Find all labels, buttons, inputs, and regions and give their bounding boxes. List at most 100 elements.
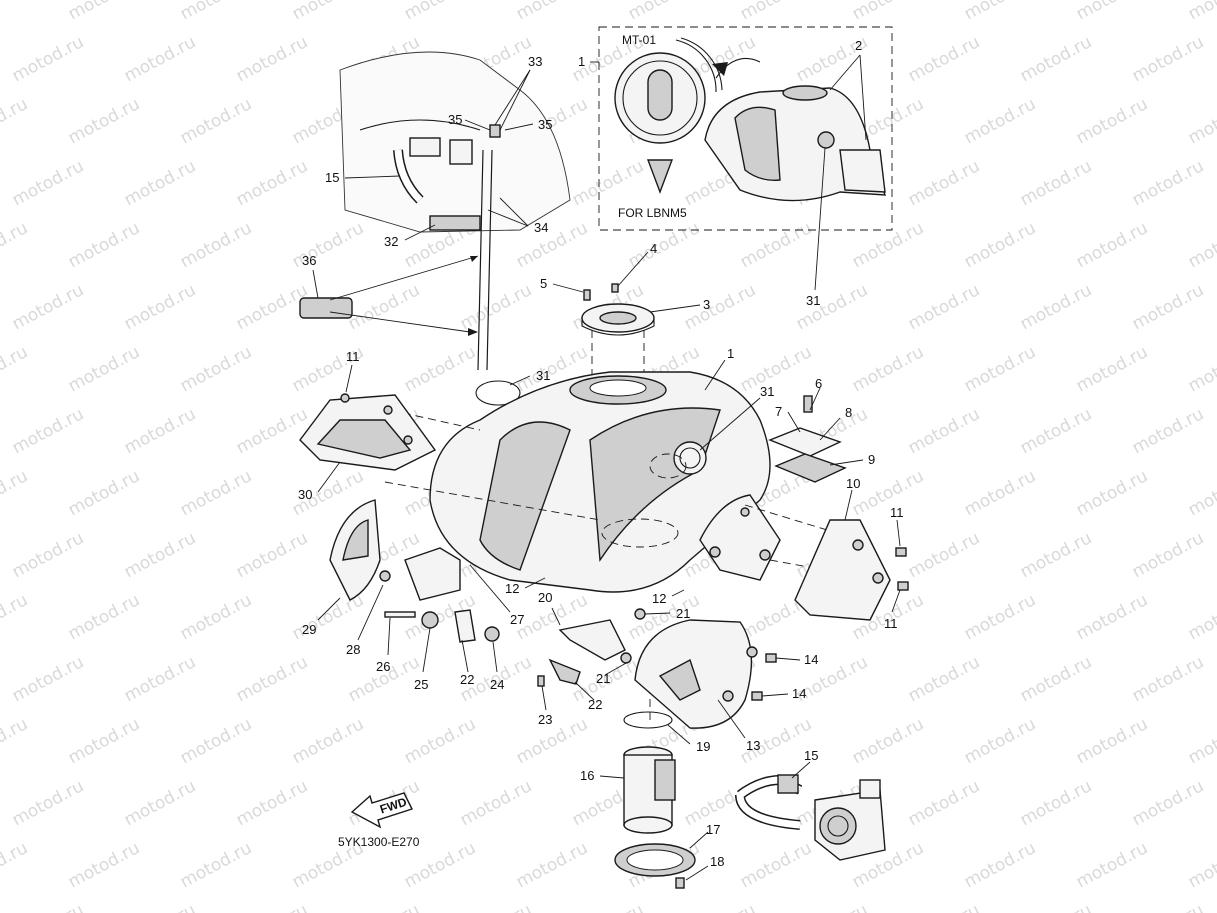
- callout-11-lower-right: 11: [884, 616, 898, 631]
- watermark-text: motod.ru: [1185, 94, 1217, 148]
- watermark-text: motod.ru: [1017, 404, 1095, 458]
- callout-17: 17: [706, 822, 720, 837]
- callout-35-right: 35: [538, 117, 552, 132]
- callout-36: 36: [302, 253, 316, 268]
- watermark-text: motod.ru: [289, 714, 367, 768]
- watermark-text: motod.ru: [401, 0, 479, 24]
- right-lower-cover: [634, 619, 777, 729]
- watermark-text: motod.ru: [849, 342, 927, 396]
- callout-7: 7: [775, 404, 782, 419]
- watermark-text: motod.ru: [1129, 776, 1207, 830]
- watermark-text: motod.ru: [681, 900, 759, 913]
- watermark-text: motod.ru: [121, 652, 199, 706]
- watermark-text: motod.ru: [961, 466, 1039, 520]
- watermark-text: motod.ru: [0, 714, 31, 768]
- callout-11-left: 11: [346, 349, 360, 364]
- watermark-text: motod.ru: [625, 0, 703, 24]
- watermark-text: motod.ru: [849, 466, 927, 520]
- watermark-text: motod.ru: [401, 714, 479, 768]
- watermark-text: motod.ru: [1073, 590, 1151, 644]
- watermark-text: motod.ru: [1129, 404, 1207, 458]
- callout-24: 24: [490, 677, 504, 692]
- watermark-text: motod.ru: [0, 94, 31, 148]
- callout-14-lower: 14: [792, 686, 806, 701]
- watermark-text: motod.ru: [961, 714, 1039, 768]
- watermark-text: motod.ru: [233, 652, 311, 706]
- watermark-text: motod.ru: [65, 838, 143, 892]
- watermark-text: motod.ru: [1073, 342, 1151, 396]
- callout-14-upper: 14: [804, 652, 818, 667]
- callout-33: 33: [528, 54, 542, 69]
- watermark-text: motod.ru: [1185, 218, 1217, 272]
- callout-18: 18: [710, 854, 724, 869]
- watermark-text: motod.ru: [1073, 0, 1151, 24]
- callout-35-left: 35: [448, 112, 462, 127]
- callout-25: 25: [414, 677, 428, 692]
- callout-8: 8: [845, 405, 852, 420]
- watermark-text: motod.ru: [0, 838, 31, 892]
- watermark-text: motod.ru: [0, 218, 31, 272]
- right-upper-cover: [794, 519, 909, 621]
- callout-29: 29: [302, 622, 316, 637]
- watermark-text: motod.ru: [849, 714, 927, 768]
- watermark-text: motod.ru: [121, 900, 199, 913]
- left-lower-cover: [329, 499, 500, 643]
- watermark-text: motod.ru: [0, 590, 31, 644]
- callout-19: 19: [696, 739, 710, 754]
- watermark-text: motod.ru: [1073, 94, 1151, 148]
- diagram-code: 5YK1300-E270: [338, 835, 420, 849]
- watermark-text: motod.ru: [177, 466, 255, 520]
- watermark-text: motod.ru: [793, 900, 871, 913]
- watermark-text: motod.ru: [9, 404, 87, 458]
- callout-3: 3: [703, 297, 710, 312]
- callout-13: 13: [746, 738, 760, 753]
- watermark-text: motod.ru: [65, 714, 143, 768]
- watermark-text: motod.ru: [849, 0, 927, 24]
- watermark-text: motod.ru: [457, 776, 535, 830]
- watermark-text: motod.ru: [737, 342, 815, 396]
- watermark-text: motod.ru: [905, 404, 983, 458]
- watermark-text: motod.ru: [793, 280, 871, 334]
- throttle-body: [735, 774, 886, 861]
- watermark-text: motod.ru: [233, 32, 311, 86]
- watermark-text: motod.ru: [401, 342, 479, 396]
- watermark-text: motod.ru: [961, 94, 1039, 148]
- watermark-text: motod.ru: [177, 342, 255, 396]
- callout-16: 16: [580, 768, 594, 783]
- watermark-text: motod.ru: [177, 0, 255, 24]
- filler-cap: [475, 283, 655, 406]
- callout-31-inset: 31: [806, 293, 820, 308]
- callout-15-bottom: 15: [804, 748, 818, 763]
- watermark-text: motod.ru: [9, 776, 87, 830]
- watermark-text: motod.ru: [9, 280, 87, 334]
- watermark-text: motod.ru: [1073, 838, 1151, 892]
- watermark-text: motod.ru: [9, 32, 87, 86]
- watermark-text: motod.ru: [1073, 218, 1151, 272]
- watermark-text: motod.ru: [905, 156, 983, 210]
- watermark-text: motod.ru: [177, 838, 255, 892]
- watermark-text: motod.ru: [513, 0, 591, 24]
- inset-emblem-text: MT-01: [622, 33, 656, 47]
- callout-1-tank: 1: [727, 346, 734, 361]
- watermark-text: motod.ru: [1129, 652, 1207, 706]
- watermark-text: motod.ru: [0, 466, 31, 520]
- watermark-text: motod.ru: [1017, 280, 1095, 334]
- watermark-text: motod.ru: [65, 466, 143, 520]
- watermark-text: motod.ru: [1073, 714, 1151, 768]
- watermark-text: motod.ru: [121, 776, 199, 830]
- callout-6: 6: [815, 376, 822, 391]
- watermark-text: motod.ru: [9, 528, 87, 582]
- fwd-arrow-icon: FWD: [350, 792, 413, 829]
- callout-31-right: 31: [760, 384, 774, 399]
- watermark-text: motod.ru: [1017, 652, 1095, 706]
- watermark-text: motod.ru: [177, 714, 255, 768]
- watermark-text: motod.ru: [1185, 590, 1217, 644]
- watermark-text: motod.ru: [0, 0, 31, 24]
- watermark-text: motod.ru: [289, 218, 367, 272]
- callout-21-lower: 21: [596, 671, 610, 686]
- watermark-text: motod.ru: [0, 342, 31, 396]
- watermark-text: motod.ru: [961, 590, 1039, 644]
- watermark-text: motod.ru: [121, 280, 199, 334]
- watermark-text: motod.ru: [1073, 466, 1151, 520]
- watermark-text: motod.ru: [65, 342, 143, 396]
